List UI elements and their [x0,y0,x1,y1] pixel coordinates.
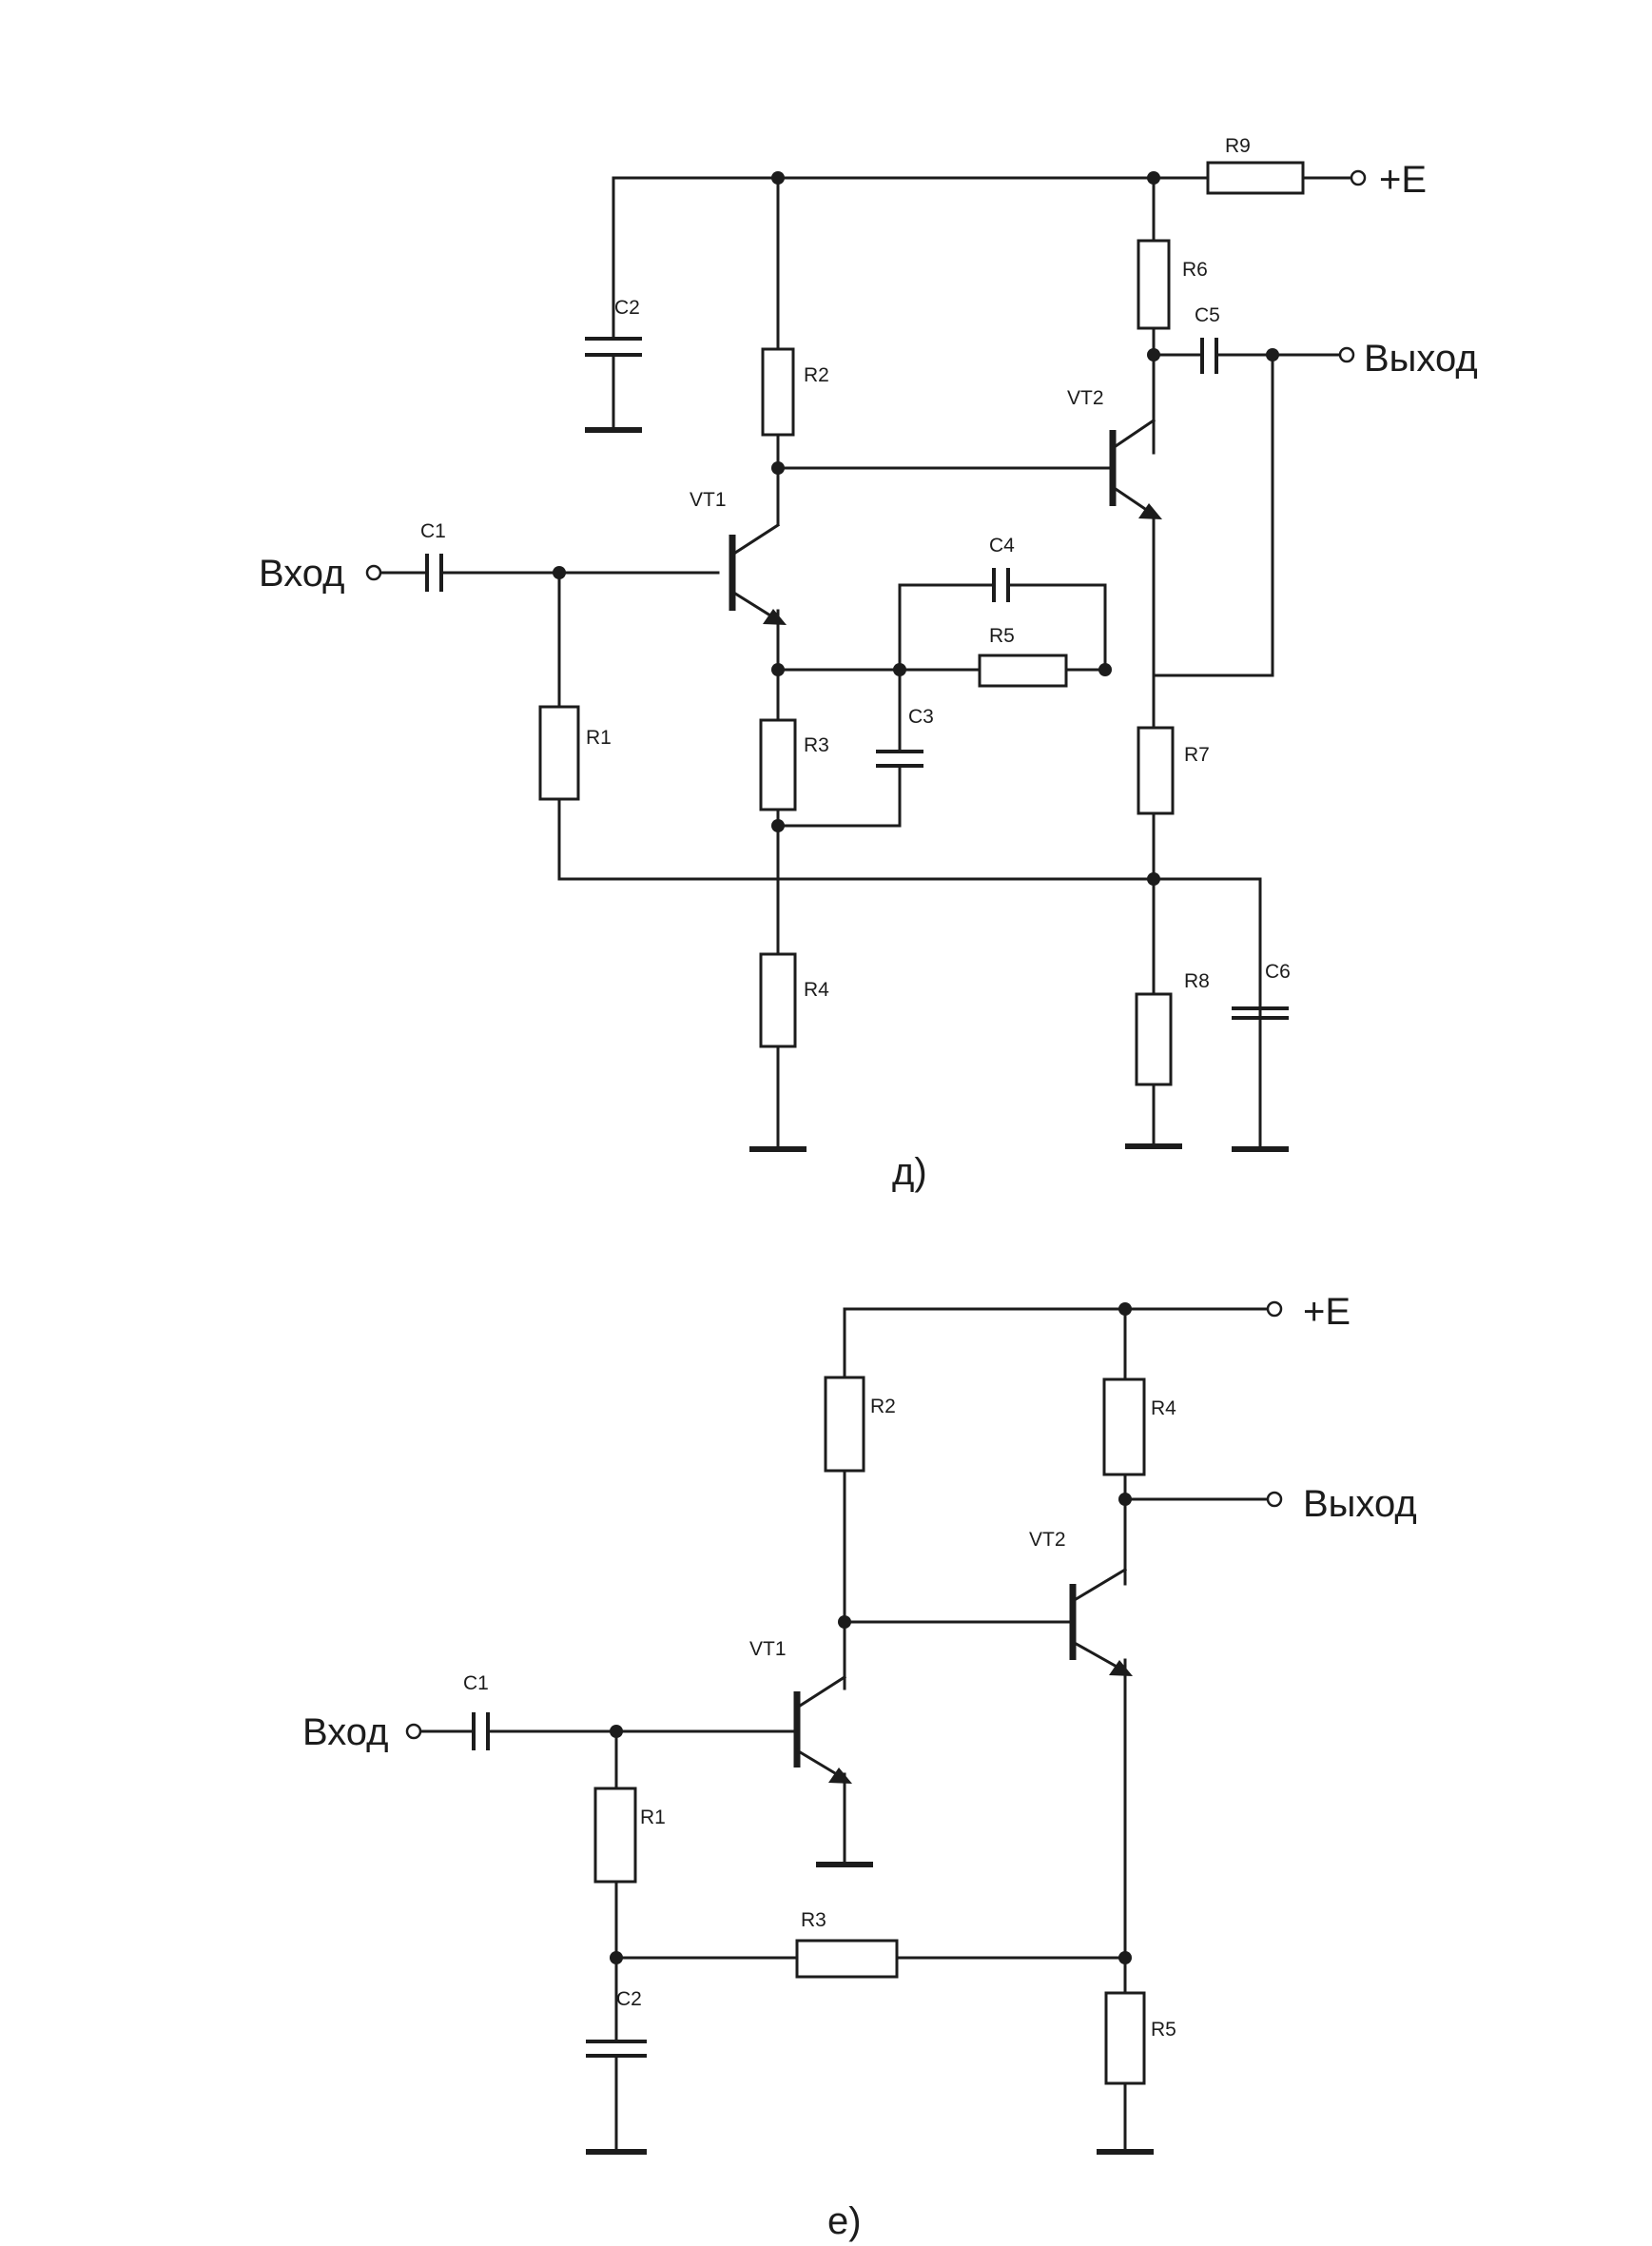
resistors-d [538,161,1305,1086]
resistor-r9 [1206,161,1305,195]
transistor-vt2 [1069,1567,1133,1676]
labels-e: +E Выход Вход R2 R4 VT2 VT1 C1 R1 R3 C2 … [302,1291,1417,2242]
capacitors-d [425,337,1289,1020]
label-r3: R3 [801,1909,826,1931]
grounds-e [586,1862,1154,2155]
grounds-d [585,427,1289,1152]
transistor-vt2 [1109,418,1162,519]
emitter-arrow [1138,503,1162,519]
label-r5: R5 [1151,2019,1176,2041]
resistor-r8 [1135,992,1173,1086]
capacitor-c3 [876,750,923,768]
label-r4: R4 [804,979,829,1001]
resistor-r3 [759,718,797,811]
emitter-arrow [1109,1660,1133,1676]
output-terminal [1266,1491,1283,1508]
label-c4: C4 [989,535,1015,557]
input-label: Вход [302,1711,389,1753]
emitter-arrow [828,1768,852,1784]
emitter-arrow [763,609,787,625]
label-vt1: VT1 [690,489,727,511]
resistor-r7 [1137,726,1175,815]
input-terminal [365,564,382,581]
labels-d: +E Выход Вход R9 R6 C5 C2 R2 VT2 VT1 C1 … [259,135,1478,1193]
capacitor-c2 [586,2040,647,2058]
label-r1: R1 [586,727,612,749]
supply-terminal [1350,169,1367,186]
supply-label: +E [1303,1291,1351,1333]
supply-label: +E [1379,159,1427,201]
label-vt2: VT2 [1067,387,1104,409]
resistor-r5 [978,654,1068,688]
label-c5: C5 [1195,304,1220,326]
label-c2: C2 [614,297,640,319]
caption-d: д) [892,1151,927,1193]
resistor-r2 [824,1376,865,1473]
wires-e [418,1307,1269,2152]
label-r1: R1 [640,1807,666,1828]
junctions-d [553,171,1279,886]
label-vt2: VT2 [1029,1529,1066,1551]
capacitors-e [472,1712,647,2058]
output-terminal [1338,346,1355,363]
label-c2: C2 [616,1988,642,2010]
capacitor-c2 [585,337,642,357]
capacitor-c4 [992,568,1010,602]
label-r3: R3 [804,734,829,756]
resistor-r1 [593,1787,637,1884]
label-r5: R5 [989,625,1015,647]
caption-e: е) [827,2200,862,2242]
label-c6: C6 [1265,961,1291,983]
transistor-vt1 [793,1674,852,1784]
output-label: Выход [1364,338,1478,380]
resistor-r4 [1102,1377,1146,1476]
capacitor-c5 [1200,338,1218,374]
label-r4: R4 [1151,1397,1176,1419]
resistors-e [593,1376,1146,2085]
label-c1: C1 [463,1672,489,1694]
input-label: Вход [259,553,345,595]
resistor-r4 [759,952,797,1048]
resistor-r5 [1104,1991,1146,2085]
input-terminal [405,1723,422,1740]
resistor-r2 [761,347,795,437]
resistor-r3 [795,1939,899,1979]
label-c1: C1 [420,520,446,542]
schematic-d: +E Выход Вход R9 R6 C5 C2 R2 VT2 VT1 C1 … [259,135,1478,1193]
transistor-vt1 [729,522,787,625]
resistor-r6 [1137,239,1171,330]
label-r6: R6 [1182,259,1208,281]
label-r2: R2 [870,1396,896,1417]
schematic-e: +E Выход Вход R2 R4 VT2 VT1 C1 R1 R3 C2 … [302,1291,1417,2242]
label-r8: R8 [1184,970,1210,992]
label-r7: R7 [1184,744,1210,766]
capacitor-c6 [1232,1006,1289,1020]
capacitor-c1 [425,554,443,592]
label-c3: C3 [908,706,934,728]
capacitor-c1 [472,1712,490,1750]
supply-terminal [1266,1300,1283,1318]
label-r9: R9 [1225,135,1251,157]
junctions-e [610,1302,1132,1964]
output-label: Выход [1303,1483,1417,1525]
resistor-r1 [538,705,580,801]
label-r2: R2 [804,364,829,386]
label-vt1: VT1 [749,1638,787,1660]
